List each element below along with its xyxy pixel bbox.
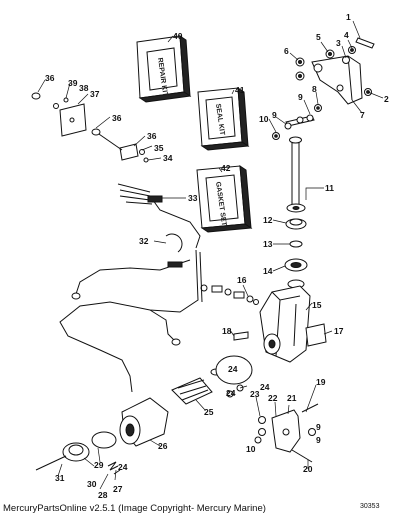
callout-24-upper[interactable]: 24 <box>228 364 238 374</box>
switch-plate[interactable] <box>31 92 87 137</box>
callout-10-lower[interactable]: 10 <box>246 444 256 454</box>
callout-9-right[interactable]: 9 <box>316 422 321 432</box>
seal-kit-label: SEAL KIT <box>214 103 225 136</box>
callout-31[interactable]: 31 <box>55 473 65 483</box>
callout-32[interactable]: 32 <box>139 236 149 246</box>
callout-16[interactable]: 16 <box>237 275 247 285</box>
callout-42[interactable]: 42 <box>221 163 231 173</box>
pivot-pin[interactable] <box>355 37 375 49</box>
cable-harness[interactable] <box>59 183 203 393</box>
copyright-caption: MercuryPartsOnline v2.5.1 (Image Copyrig… <box>3 503 266 514</box>
callout-34[interactable]: 34 <box>163 153 173 163</box>
callout-26[interactable]: 26 <box>158 441 168 451</box>
callout-17[interactable]: 17 <box>334 326 344 336</box>
callout-36-lower[interactable]: 36 <box>147 131 157 141</box>
callout-36-mid[interactable]: 36 <box>112 113 122 123</box>
callout-1[interactable]: 1 <box>346 12 351 22</box>
callout-11[interactable]: 11 <box>325 183 334 193</box>
valve-fittings[interactable] <box>200 284 259 341</box>
callout-24-right[interactable]: 24 <box>260 382 270 392</box>
callout-35[interactable]: 35 <box>154 143 164 153</box>
callout-15[interactable]: 15 <box>312 300 322 310</box>
callout-22[interactable]: 22 <box>268 393 278 403</box>
callout-24-lower[interactable]: 24 <box>118 462 128 472</box>
callout-25[interactable]: 25 <box>204 407 214 417</box>
callout-6[interactable]: 6 <box>284 46 289 56</box>
callout-30[interactable]: 30 <box>87 479 97 489</box>
end-cap[interactable] <box>35 431 117 471</box>
lower-bracket[interactable] <box>226 384 319 463</box>
callout-9-lower[interactable]: 9 <box>316 435 321 445</box>
motor-armature[interactable] <box>171 355 253 405</box>
piston-rod[interactable] <box>284 114 315 207</box>
callout-41[interactable]: 41 <box>235 85 245 95</box>
repair-kit-box[interactable]: REPAIR KIT <box>136 35 192 103</box>
callout-40[interactable]: 40 <box>173 31 183 41</box>
gasket-set-box[interactable]: GASKET SET <box>196 165 253 233</box>
callout-19[interactable]: 19 <box>316 377 326 387</box>
callout-38[interactable]: 38 <box>79 83 89 93</box>
callout-14[interactable]: 14 <box>263 266 273 276</box>
callout-3[interactable]: 3 <box>336 38 341 48</box>
pump-housing[interactable] <box>259 285 311 363</box>
callout-8[interactable]: 8 <box>312 84 317 94</box>
bracket-hardware[interactable] <box>295 46 372 96</box>
callout-2[interactable]: 2 <box>384 94 389 104</box>
callout-23[interactable]: 23 <box>250 389 260 399</box>
brush-spring[interactable] <box>107 461 121 475</box>
callout-20[interactable]: 20 <box>303 464 313 474</box>
retaining-ring[interactable] <box>165 233 183 253</box>
rod-hardware[interactable] <box>272 104 322 140</box>
callout-37[interactable]: 37 <box>90 89 100 99</box>
callout-33[interactable]: 33 <box>188 193 198 203</box>
leader-lines <box>37 20 384 490</box>
callout-4[interactable]: 4 <box>344 30 349 40</box>
motor-frame[interactable] <box>119 397 169 447</box>
callout-21[interactable]: 21 <box>287 393 297 403</box>
callout-9-upper[interactable]: 9 <box>298 92 303 102</box>
callout-9-mid[interactable]: 9 <box>272 110 277 120</box>
rod-seal-stack[interactable] <box>284 203 308 289</box>
mounting-bracket[interactable] <box>311 55 363 105</box>
drawing-number: 30353 <box>360 503 380 510</box>
gasket-plate[interactable] <box>305 323 327 347</box>
callout-10-upper[interactable]: 10 <box>259 114 269 124</box>
callout-5[interactable]: 5 <box>316 32 321 42</box>
callout-27[interactable]: 27 <box>113 484 123 494</box>
callout-7[interactable]: 7 <box>360 110 365 120</box>
callout-13[interactable]: 13 <box>263 239 273 249</box>
callout-29[interactable]: 29 <box>94 460 104 470</box>
callout-12[interactable]: 12 <box>263 215 273 225</box>
callout-numbers: 1 2 3 4 5 6 7 8 9 9 10 11 12 13 14 15 16… <box>45 12 389 500</box>
callout-18[interactable]: 18 <box>222 326 232 336</box>
callout-24-mid[interactable]: 24 <box>226 388 236 398</box>
seal-kit-box[interactable]: SEAL KIT <box>197 87 250 151</box>
trim-switch[interactable] <box>91 128 149 163</box>
callout-28[interactable]: 28 <box>98 490 108 500</box>
callout-36-upper[interactable]: 36 <box>45 73 55 83</box>
callout-39[interactable]: 39 <box>68 78 78 88</box>
